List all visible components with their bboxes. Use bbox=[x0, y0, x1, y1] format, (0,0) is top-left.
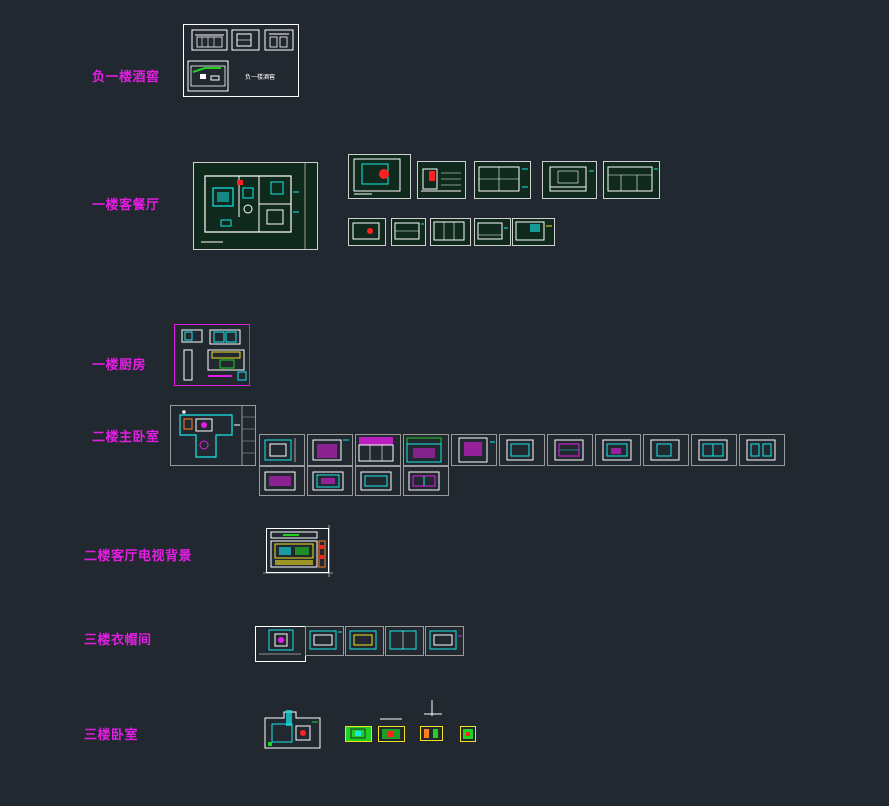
sheet-title-wine-cellar: 负一楼酒窖 bbox=[245, 73, 275, 81]
drawing-elevation-1[interactable] bbox=[417, 161, 466, 199]
drawing-sheet-kitchen[interactable] bbox=[174, 324, 250, 386]
cloakroom-elevations[interactable] bbox=[305, 626, 465, 657]
section-label-wine-cellar: 负一楼酒窖 bbox=[92, 70, 160, 85]
drawing-detail-1[interactable] bbox=[348, 218, 386, 246]
section-label-tv-wall: 二楼客厅电视背景 bbox=[84, 549, 193, 564]
svg-text:■: ■ bbox=[182, 409, 186, 414]
drawing-floor-plan-third-bedroom[interactable] bbox=[262, 708, 324, 754]
section-label-kitchen: 一楼厨房 bbox=[92, 358, 147, 373]
drawing-floor-plan-living-dining[interactable] bbox=[193, 162, 318, 250]
drawing-third-bedroom-elevation-3[interactable] bbox=[418, 700, 446, 743]
drawing-third-bedroom-elevation-4[interactable] bbox=[460, 726, 477, 743]
section-label-living-dining: 一楼客餐厅 bbox=[92, 198, 160, 213]
drawing-detail-3[interactable] bbox=[430, 218, 471, 246]
drawing-third-bedroom-elevation-1[interactable] bbox=[345, 726, 372, 743]
master-bedroom-elevations-row-1[interactable] bbox=[259, 434, 786, 466]
section-label-cloakroom: 三楼衣帽间 bbox=[84, 633, 152, 648]
drawing-detail-2[interactable] bbox=[391, 218, 426, 246]
drawing-third-bedroom-elevation-2[interactable] bbox=[378, 716, 406, 743]
section-label-third-bedroom: 三楼卧室 bbox=[84, 728, 139, 743]
master-bedroom-elevations-row-2[interactable] bbox=[259, 466, 452, 497]
drawing-elevation-2[interactable] bbox=[474, 161, 531, 199]
drawing-ceiling-plan-living[interactable] bbox=[348, 154, 411, 199]
drawing-tv-wall-elevation[interactable] bbox=[263, 525, 335, 578]
drawing-elevation-4[interactable] bbox=[603, 161, 660, 199]
drawing-elevation-3[interactable] bbox=[542, 161, 597, 199]
drawing-detail-5[interactable] bbox=[512, 218, 555, 246]
drawing-detail-4[interactable] bbox=[474, 218, 511, 246]
section-label-master-bedroom: 二楼主卧室 bbox=[92, 430, 160, 445]
drawing-floor-plan-master-bedroom[interactable]: ■ bbox=[170, 405, 256, 466]
drawing-floor-plan-cloakroom[interactable] bbox=[255, 626, 306, 663]
drawing-sheet-wine-cellar[interactable]: 负一楼酒窖 bbox=[183, 24, 299, 97]
